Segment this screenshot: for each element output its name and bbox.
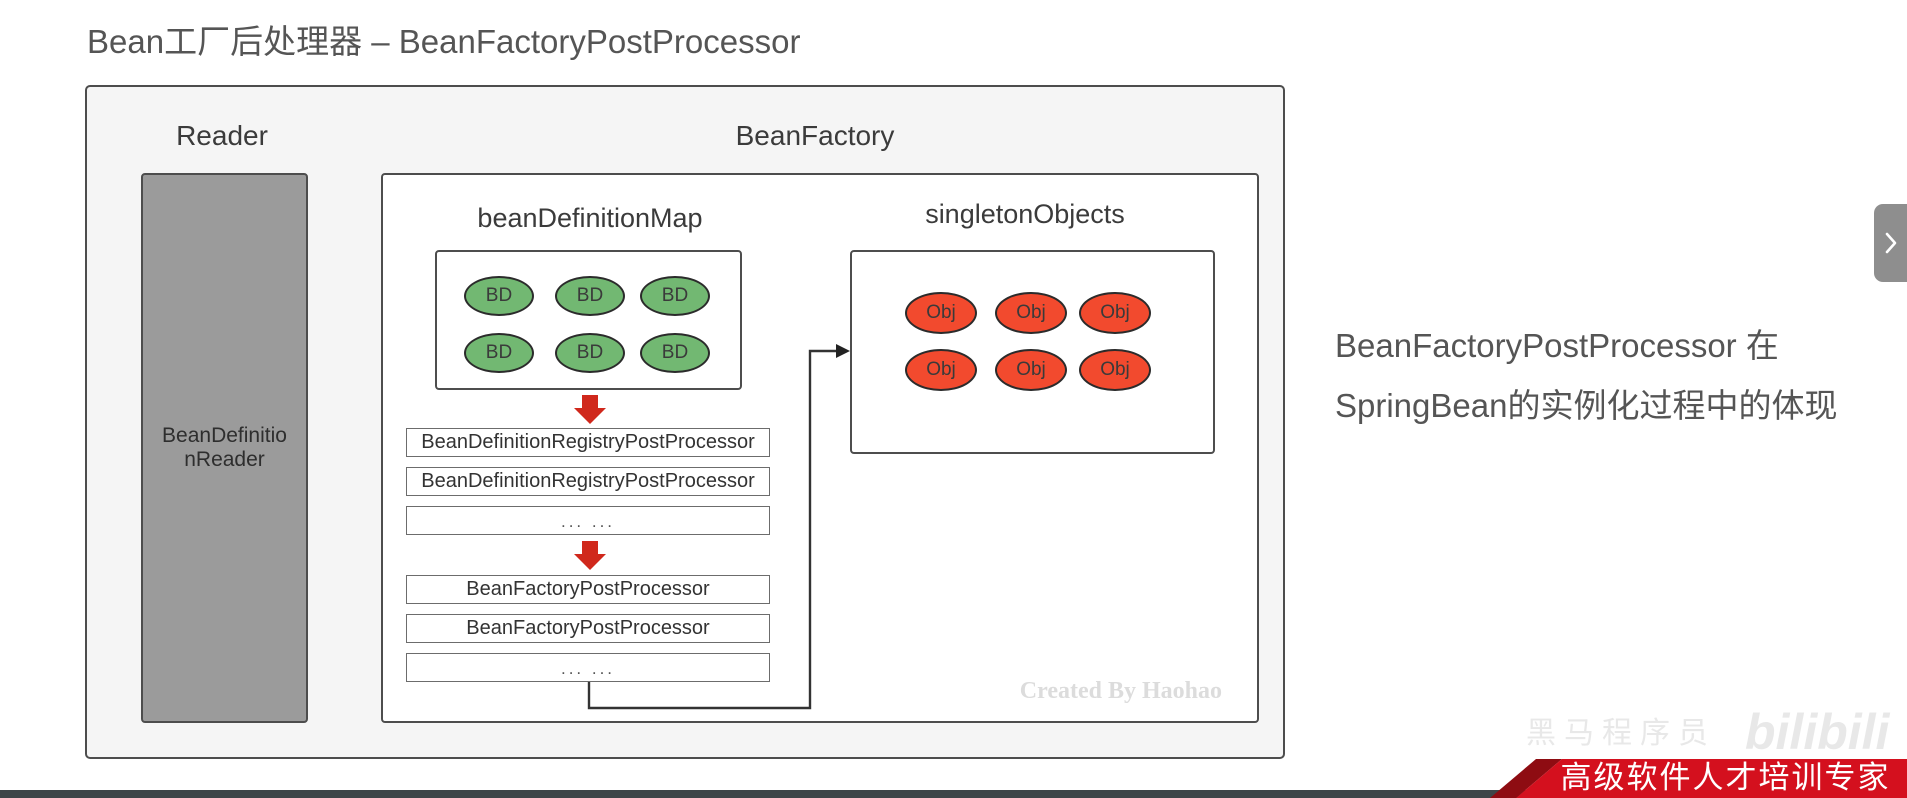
post-processor-box: BeanFactoryPostProcessor — [406, 614, 770, 643]
post-processor-more-box: ... ... — [406, 506, 770, 535]
chevron-right-icon — [1885, 232, 1896, 254]
bilibili-logo: bilibili — [1745, 704, 1890, 760]
singleton-object-node: Obj — [905, 292, 977, 334]
banner-dark-stripe — [1490, 759, 1562, 798]
caption-line: SpringBean的实例化过程中的体现 — [1335, 387, 1838, 424]
slide-title: Bean工厂后处理器 – BeanFactoryPostProcessor — [87, 23, 801, 60]
bean-definition-map-heading: beanDefinitionMap — [477, 203, 703, 233]
post-processor-box: BeanDefinitionRegistryPostProcessor — [406, 428, 770, 457]
reader-component-label: BeanDefinitionReader — [162, 424, 287, 471]
footer-bar — [0, 790, 1907, 798]
bean-factory-heading: BeanFactory — [735, 120, 895, 151]
banner-red-band — [1516, 759, 1907, 798]
slogan-text: 高级软件人才培训专家 — [1560, 760, 1891, 796]
flow-down-arrow — [574, 541, 606, 570]
singleton-objects-heading: singletonObjects — [925, 199, 1125, 229]
flow-down-arrow-shape — [574, 395, 606, 424]
bean-definition-node: BD — [464, 333, 534, 373]
singleton-object-node: Obj — [995, 349, 1067, 391]
next-slide-button[interactable] — [1874, 204, 1907, 282]
singleton-object-node: Obj — [1079, 292, 1151, 334]
singleton-object-node: Obj — [905, 349, 977, 391]
singleton-object-node: Obj — [1079, 349, 1151, 391]
connector-arrow — [587, 344, 850, 710]
slogan-banner — [1490, 759, 1907, 798]
flow-down-arrow-shape — [574, 541, 606, 570]
bean-definition-node: BD — [555, 276, 625, 316]
connector-arrowhead — [836, 344, 850, 358]
caption-line: BeanFactoryPostProcessor 在 — [1335, 327, 1779, 364]
reader-heading: Reader — [176, 120, 268, 151]
bean-definition-node: BD — [640, 333, 710, 373]
heima-watermark-logo: 黑马程序员 — [1526, 717, 1716, 750]
post-processor-box: BeanFactoryPostProcessor — [406, 575, 770, 604]
post-processor-more-box: ... ... — [406, 653, 770, 682]
bean-definition-node: BD — [555, 333, 625, 373]
connector-line — [587, 349, 838, 710]
singleton-object-node: Obj — [995, 292, 1067, 334]
slide-caption: BeanFactoryPostProcessor 在 SpringBean的实例… — [1335, 316, 1837, 436]
bean-definition-node: BD — [464, 276, 534, 316]
post-processor-box: BeanDefinitionRegistryPostProcessor — [406, 467, 770, 496]
reader-box: BeanDefinitionReader — [141, 173, 308, 723]
bean-definition-node: BD — [640, 276, 710, 316]
diagram-watermark: Created By Haohao — [1019, 678, 1222, 704]
flow-down-arrow — [574, 395, 606, 424]
